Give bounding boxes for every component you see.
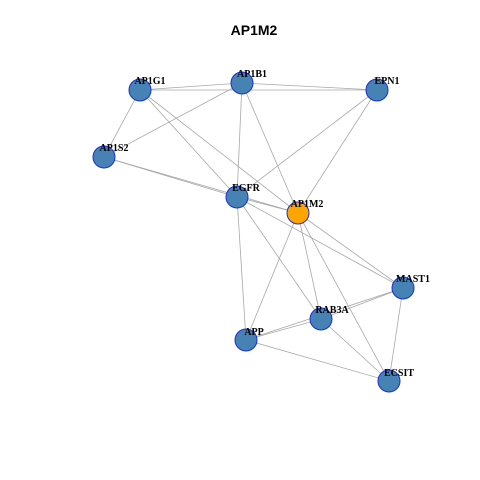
node-circle bbox=[309, 307, 333, 331]
edge-ap1b1-ap1m2 bbox=[241, 82, 299, 214]
edge-ap1b1-ap1s2 bbox=[103, 82, 243, 158]
node-ap1g1: AP1G1 bbox=[128, 76, 166, 102]
edge-egfr-mast1 bbox=[236, 196, 404, 289]
edge-ap1m2-rab3a bbox=[297, 212, 322, 320]
node-egfr: EGFR bbox=[225, 183, 261, 209]
node-circle bbox=[92, 145, 116, 169]
diagram-title: AP1M2 bbox=[231, 22, 278, 38]
node-circle bbox=[365, 78, 389, 102]
edge-ap1m2-mast1 bbox=[297, 212, 404, 289]
node-mast1: MAST1 bbox=[391, 274, 430, 300]
edge-app-ecsit bbox=[245, 339, 390, 382]
node-label: AP1S2 bbox=[100, 143, 129, 154]
node-ap1b1: AP1B1 bbox=[230, 69, 267, 95]
node-ap1s2: AP1S2 bbox=[92, 143, 129, 169]
node-circle bbox=[234, 328, 258, 352]
node-circle bbox=[225, 185, 249, 209]
node-circle bbox=[377, 369, 401, 393]
node-app: APP bbox=[234, 327, 264, 352]
edge-rab3a-app bbox=[245, 318, 322, 341]
node-circle bbox=[286, 201, 310, 225]
edge-ap1b1-egfr bbox=[236, 82, 243, 198]
edge-ap1g1-ap1s2 bbox=[103, 89, 141, 158]
edge-rab3a-ecsit bbox=[320, 318, 390, 382]
node-label: MAST1 bbox=[396, 274, 430, 285]
node-label: ECSIT bbox=[384, 368, 414, 379]
edge-mast1-ecsit bbox=[388, 287, 404, 382]
node-ecsit: ECSIT bbox=[377, 368, 414, 393]
edge-ap1m2-app bbox=[245, 212, 299, 341]
edge-egfr-app bbox=[236, 196, 247, 341]
edge-epn1-egfr bbox=[236, 89, 378, 198]
node-circle bbox=[391, 276, 415, 300]
edge-ap1m2-ecsit bbox=[297, 212, 390, 382]
edge-ap1g1-ap1m2 bbox=[139, 89, 299, 214]
edge-ap1b1-epn1 bbox=[241, 82, 378, 91]
node-label: APP bbox=[244, 327, 263, 338]
node-label: AP1M2 bbox=[291, 199, 324, 210]
edge-ap1g1-egfr bbox=[139, 89, 238, 198]
node-label: AP1B1 bbox=[237, 69, 267, 80]
node-label: EPN1 bbox=[375, 76, 400, 87]
node-label: EGFR bbox=[232, 183, 261, 194]
node-label: AP1G1 bbox=[134, 76, 165, 87]
node-epn1: EPN1 bbox=[365, 76, 400, 102]
edge-ap1g1-ap1b1 bbox=[139, 82, 243, 91]
node-circle bbox=[230, 71, 254, 95]
node-ap1m2: AP1M2 bbox=[286, 199, 324, 225]
edge-epn1-ap1m2 bbox=[297, 89, 378, 214]
node-label: RAB3A bbox=[315, 305, 349, 316]
edge-ap1s2-ap1m2 bbox=[103, 156, 299, 214]
edge-egfr-rab3a bbox=[236, 196, 322, 320]
edge-mast1-rab3a bbox=[320, 287, 404, 320]
node-rab3a: RAB3A bbox=[309, 305, 349, 331]
node-circle bbox=[128, 78, 152, 102]
